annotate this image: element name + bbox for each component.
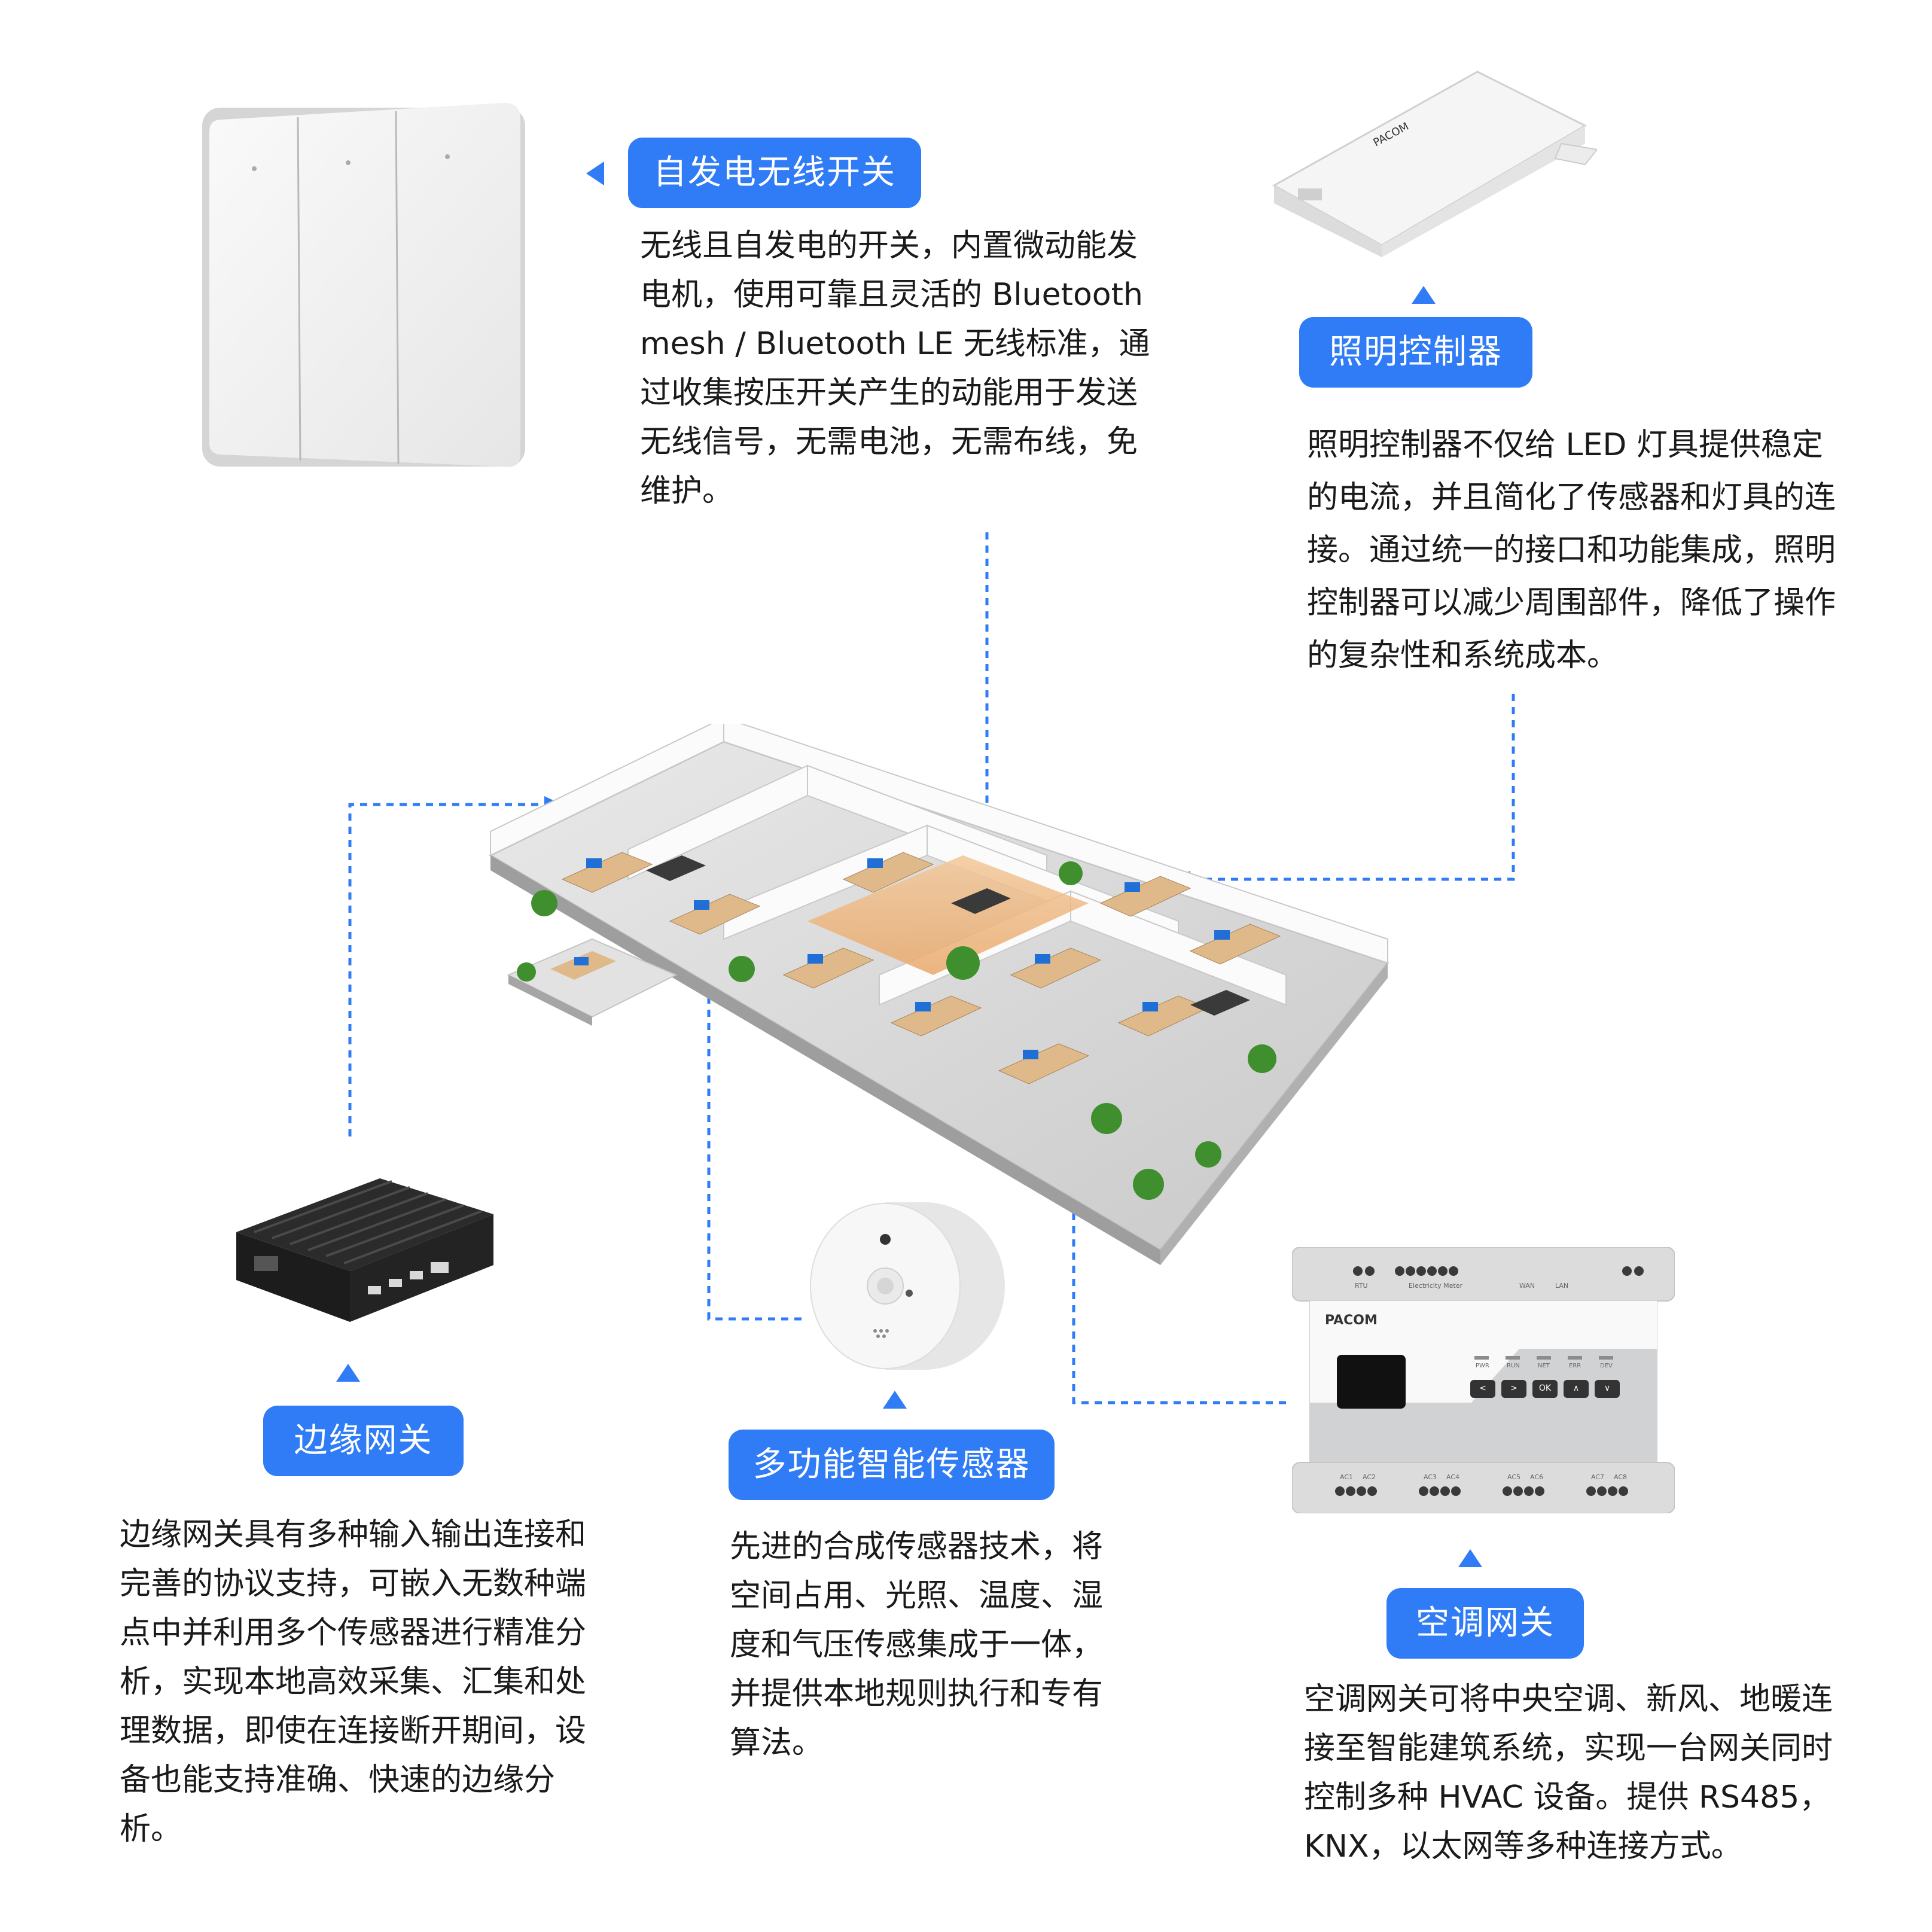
hvac-label-wan: WAN xyxy=(1519,1282,1535,1290)
lighting-description: 照明控制器不仅给 LED 灯具提供稳定的电流，并且简化了传感器和灯具的连接。通过… xyxy=(1307,427,1836,674)
sensor-title-badge: 多功能智能传感器 xyxy=(729,1430,1055,1500)
hvac-led-run: RUN xyxy=(1507,1363,1520,1369)
connector-sensor xyxy=(707,951,802,1321)
connector-lighting xyxy=(1190,694,1515,881)
hvac-btn-left: < xyxy=(1479,1384,1486,1393)
office-floorplan-image xyxy=(488,724,1389,1265)
hvac-led-pwr: PWR xyxy=(1476,1363,1489,1369)
hvac-label-lan: LAN xyxy=(1555,1282,1569,1290)
edge-gateway-image xyxy=(236,1178,493,1322)
switch-title: 自发电无线开关 xyxy=(653,153,896,192)
hvac-title: 空调网关 xyxy=(1416,1604,1555,1642)
lighting-controller-image: PACOM xyxy=(1272,71,1597,257)
pointer-sensor xyxy=(883,1391,907,1409)
hvac-description: 空调网关可将中央空调、新风、地暖连接至智能建筑系统，实现一台网关同时控制多种 H… xyxy=(1304,1681,1833,1864)
switch-title-badge: 自发电无线开关 xyxy=(628,138,921,208)
sensor-title: 多功能智能传感器 xyxy=(752,1445,1031,1484)
hvac-led-dev: DEV xyxy=(1600,1363,1613,1369)
pointer-hvac xyxy=(1458,1549,1482,1567)
lighting-title: 照明控制器 xyxy=(1329,333,1503,371)
hvac-btn-down: ∨ xyxy=(1604,1384,1611,1393)
hvac-ac5: AC5 xyxy=(1507,1473,1521,1481)
hvac-title-badge: 空调网关 xyxy=(1386,1588,1584,1659)
hvac-btn-up: ∧ xyxy=(1573,1384,1580,1393)
connector-edge xyxy=(348,803,544,1136)
pointer-lighting xyxy=(1412,286,1436,304)
hvac-label-rtu: RTU xyxy=(1355,1282,1368,1290)
pointer-switch xyxy=(586,161,604,185)
hvac-gateway-image: PACOM RTU Electricity Meter WAN LAN PWR … xyxy=(1292,1247,1675,1513)
edge-title-badge: 边缘网关 xyxy=(263,1406,464,1476)
hvac-led-net: NET xyxy=(1538,1363,1550,1369)
wireless-switch-image xyxy=(202,102,525,467)
edge-title: 边缘网关 xyxy=(294,1421,433,1460)
edge-description: 边缘网关具有多种输入输出连接和完善的协议支持，可嵌入无数种端点中并利用多个传感器… xyxy=(120,1517,587,1847)
connector-hvac xyxy=(1072,1095,1286,1404)
hvac-device-brand: PACOM xyxy=(1325,1313,1378,1328)
switch-description: 无线且自发电的开关，内置微动能发电机，使用可靠且灵活的 Bluetooth me… xyxy=(640,228,1150,509)
hvac-ac7: AC7 xyxy=(1591,1473,1605,1481)
hvac-btn-ok: OK xyxy=(1538,1384,1552,1393)
hvac-ac2: AC2 xyxy=(1363,1473,1376,1481)
hvac-led-err: ERR xyxy=(1569,1363,1581,1369)
hvac-ac1: AC1 xyxy=(1340,1473,1354,1481)
smart-sensor-image xyxy=(810,1202,1005,1370)
lighting-title-badge: 照明控制器 xyxy=(1299,317,1532,388)
pointer-edge xyxy=(336,1364,360,1382)
hvac-label-meter: Electricity Meter xyxy=(1409,1282,1462,1290)
hvac-ac3: AC3 xyxy=(1424,1473,1437,1481)
hvac-ac6: AC6 xyxy=(1530,1473,1544,1481)
hvac-btn-right: > xyxy=(1510,1384,1517,1393)
sensor-description: 先进的合成传感器技术，将空间占用、光照、温度、湿度和气压传感集成于一体，并提供本… xyxy=(730,1529,1104,1761)
hvac-ac4: AC4 xyxy=(1446,1473,1460,1481)
hvac-ac8: AC8 xyxy=(1614,1473,1628,1481)
